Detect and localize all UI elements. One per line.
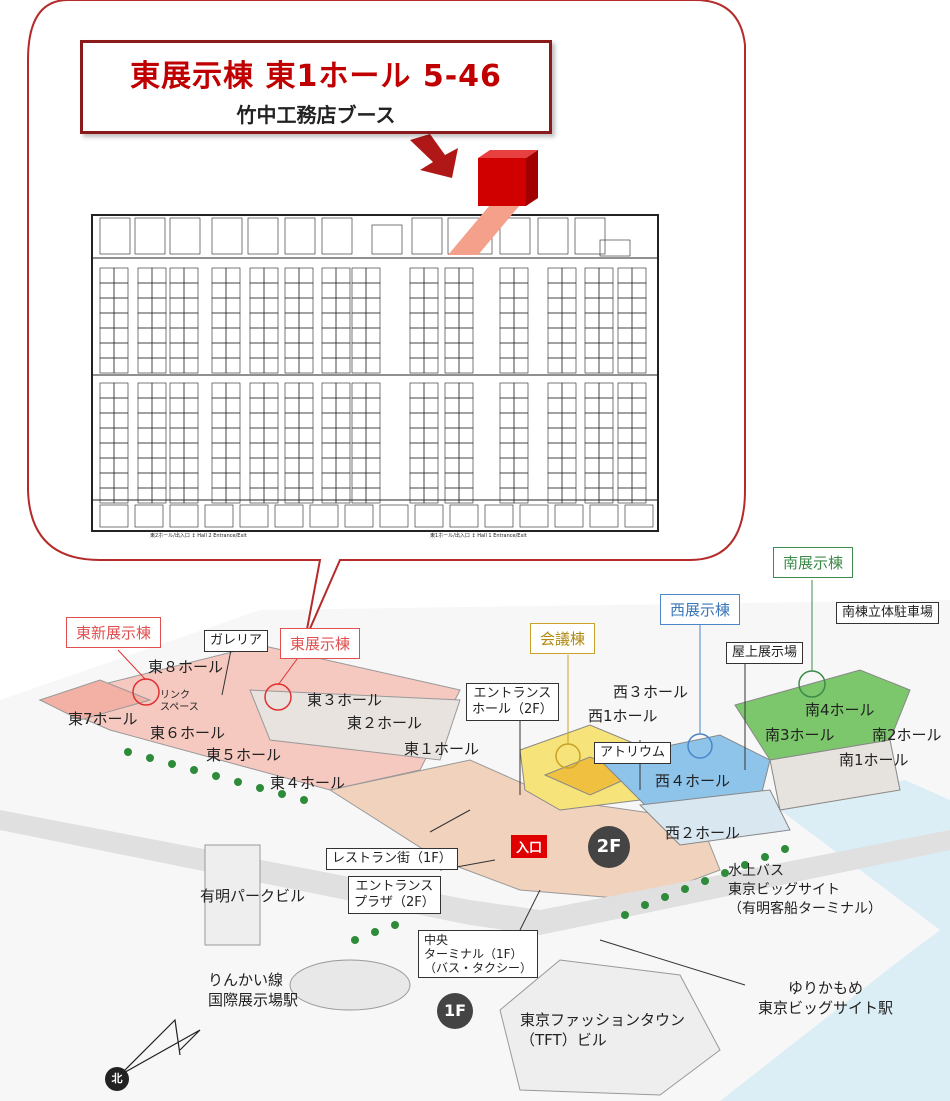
hall-e6: 東６ホール	[150, 724, 226, 742]
trees	[124, 748, 789, 944]
hall-e5: 東５ホール	[206, 746, 282, 764]
south-building-tag: 南展示棟	[773, 547, 854, 578]
hall-s3: 南3ホール	[765, 726, 835, 744]
entrance-hall-label: エントランス ホール（2F）	[466, 683, 559, 721]
hall-w3: 西３ホール	[613, 683, 689, 701]
hall-w2: 西２ホール	[665, 824, 741, 842]
south-halls-area	[734, 669, 911, 761]
walkway	[328, 759, 721, 901]
booth-title-box: 東展示棟 東1ホール 5-46 竹中工務店ブース	[80, 40, 552, 134]
hall-s2: 南2ホール	[872, 726, 942, 744]
tft-label: 東京ファッションタウン （TFT）ビル	[520, 1011, 686, 1049]
north-compass: 北	[105, 1067, 129, 1091]
hall-e8: 東８ホール	[148, 658, 224, 676]
west-building-tag: 西展示棟	[660, 594, 741, 625]
restaurant-label: レストラン街（1F）	[326, 848, 458, 870]
booth-marker	[478, 158, 526, 206]
hall-e3: 東３ホール	[307, 691, 383, 709]
conference-building-tag: 会議棟	[530, 623, 596, 654]
floor-2f-marker: 2F	[588, 826, 630, 868]
ariake-park-label: 有明パークビル	[200, 887, 306, 905]
pointer-arrow	[410, 134, 458, 178]
yurikamome-label: ゆりかもめ 東京ビッグサイト駅	[758, 979, 894, 1017]
hall-e1: 東１ホール	[404, 740, 480, 758]
atrium-label: アトリウム	[594, 742, 672, 764]
isometric-map	[0, 580, 950, 1101]
booth-title: 東展示棟 東1ホール 5-46	[130, 59, 502, 94]
hall-w1: 西1ホール	[588, 707, 658, 725]
east-new-building-tag: 東新展示棟	[66, 617, 162, 648]
rooftop-label: 屋上展示場	[726, 642, 804, 664]
hall-s1: 南1ホール	[839, 751, 909, 769]
booth-highlight	[448, 205, 520, 255]
hall-e2: 東２ホール	[347, 714, 423, 732]
east-building-tag: 東展示棟	[280, 628, 361, 659]
hall-e7: 東7ホール	[68, 710, 138, 728]
link-space: リンク スペース	[160, 690, 199, 713]
hall2-exit-label: 東2ホール/出入口 ↕ Hall 2 Entrance/Exit	[150, 533, 247, 539]
rinkai-station-label: りんかい線 国際展示場駅	[208, 971, 299, 1009]
floor-1f-marker: 1F	[437, 993, 473, 1029]
central-terminal-label: 中央 ターミナル（1F） （バス・タクシー）	[418, 930, 539, 978]
galleria-label: ガレリア	[204, 630, 269, 652]
hall1-exit-label: 東1ホール/出入口 ↕ Hall 1 Entrance/Exit	[430, 533, 527, 539]
water-bus-label: 水上バス 東京ビッグサイト （有明客船ターミナル）	[728, 863, 882, 917]
hall-s4: 南4ホール	[805, 701, 875, 719]
entrance-plaza-label: エントランス プラザ（2F）	[348, 876, 441, 914]
hall-w4: 西４ホール	[655, 772, 731, 790]
floor-plan	[91, 214, 659, 532]
entrance-marker: 入口	[511, 835, 548, 858]
booth-subtitle: 竹中工務店ブース	[236, 103, 396, 127]
hall-e4: 東４ホール	[270, 774, 346, 792]
south-parking-label: 南棟立体駐車場	[836, 602, 940, 624]
